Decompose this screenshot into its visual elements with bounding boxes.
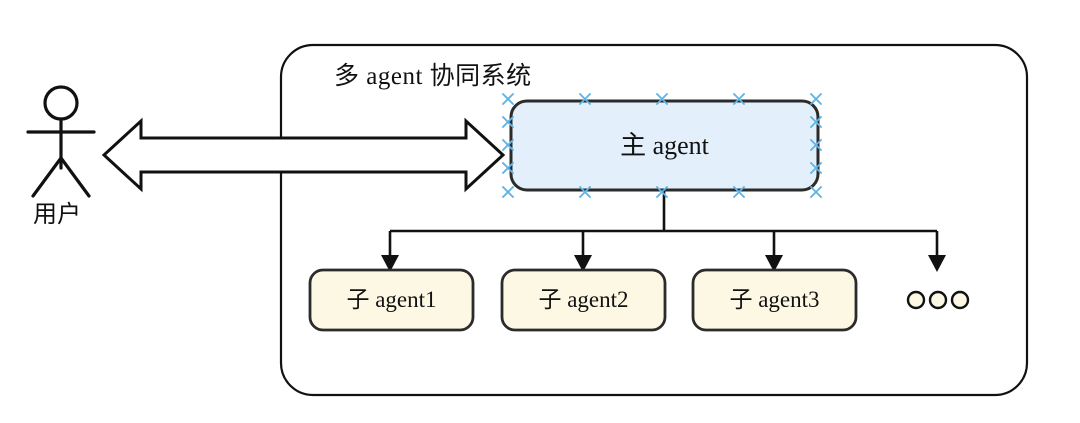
user-actor-icon (26, 85, 96, 198)
main-agent-label: 主 agent (620, 131, 709, 160)
system-title: 多 agent 协同系统 (334, 63, 532, 90)
more-agents-ellipsis-icon (906, 290, 970, 310)
child-agent-3-box[interactable] (691, 268, 858, 332)
main-to-children-connector (388, 190, 939, 258)
system-container-boundary (279, 43, 1029, 397)
child-agent-1-box[interactable] (308, 268, 475, 332)
child-agent-2-box[interactable] (500, 268, 667, 332)
user-main-agent-bidirectional-arrow (101, 117, 506, 193)
child-agent-1-label: 子 agent1 (346, 287, 437, 312)
user-actor-label: 用户 (33, 202, 81, 228)
main-agent-selection-handles[interactable] (502, 93, 822, 198)
child-agent-2-label: 子 agent2 (538, 287, 629, 312)
connector-arrowheads (381, 255, 946, 272)
child-agent-3-label: 子 agent3 (729, 287, 820, 312)
